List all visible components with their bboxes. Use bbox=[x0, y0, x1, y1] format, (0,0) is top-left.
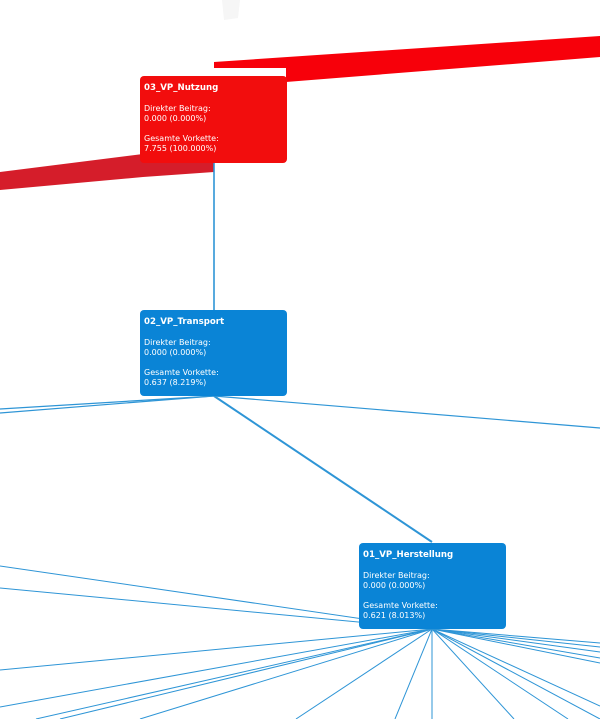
total-chain-label: Gesamte Vorkette: bbox=[144, 134, 219, 143]
critical-flow-upstream bbox=[214, 36, 600, 82]
direct-contribution-label: Direkter Beitrag: bbox=[144, 338, 211, 347]
total-chain-value: 7.755 (100.000%) bbox=[144, 144, 217, 153]
direct-contribution-label: Direkter Beitrag: bbox=[363, 571, 430, 580]
faint-flow-fragment bbox=[222, 0, 240, 20]
total-chain-label: Gesamte Vorkette: bbox=[144, 368, 219, 377]
node-01-vp-herstellung[interactable]: 01_VP_Herstellung Direkter Beitrag: 0.00… bbox=[359, 543, 506, 629]
node-title: 01_VP_Herstellung bbox=[363, 550, 454, 560]
node-03-vp-nutzung[interactable]: 03_VP_Nutzung Direkter Beitrag: 0.000 (0… bbox=[140, 76, 287, 163]
critical-flow-downstream bbox=[0, 154, 214, 190]
total-chain-value: 0.621 (8.013%) bbox=[363, 611, 426, 620]
edges-transport bbox=[0, 395, 600, 543]
direct-contribution-value: 0.000 (0.000%) bbox=[144, 348, 207, 357]
total-chain-label: Gesamte Vorkette: bbox=[363, 601, 438, 610]
node-02-vp-transport[interactable]: 02_VP_Transport Direkter Beitrag: 0.000 … bbox=[140, 310, 287, 396]
node-title: 02_VP_Transport bbox=[144, 317, 225, 327]
direct-contribution-label: Direkter Beitrag: bbox=[144, 104, 211, 113]
node-title: 03_VP_Nutzung bbox=[144, 83, 219, 93]
direct-contribution-value: 0.000 (0.000%) bbox=[144, 114, 207, 123]
edges-herstellung bbox=[0, 565, 600, 719]
direct-contribution-value: 0.000 (0.000%) bbox=[363, 581, 426, 590]
total-chain-value: 0.637 (8.219%) bbox=[144, 378, 207, 387]
